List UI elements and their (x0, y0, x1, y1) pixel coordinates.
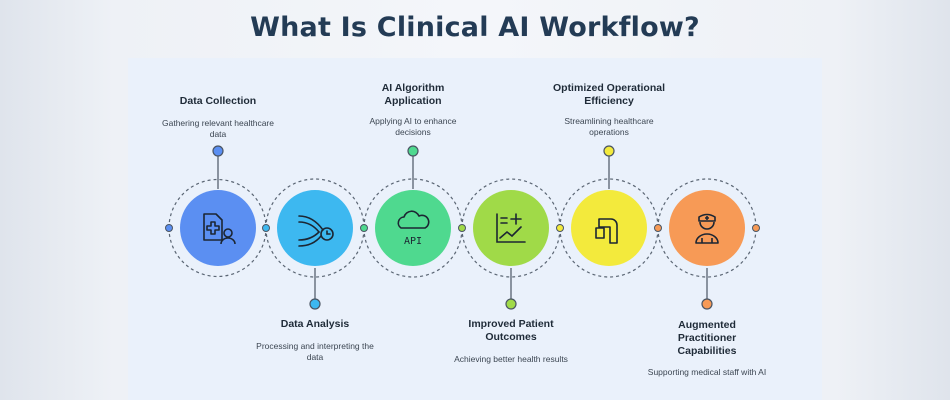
step-3-description: Applying AI to enhance decisions (369, 116, 457, 137)
step-1-circle (180, 190, 256, 266)
page-title: What Is Clinical AI Workflow? (250, 12, 700, 43)
step-5-description: Streamlining healthcare operations (564, 116, 654, 137)
data-flow-clock-icon (298, 215, 334, 247)
step-5-label: Optimized Operational Efficiency Streaml… (539, 82, 679, 138)
step-6-circle (669, 190, 745, 266)
step-1-label: Data Collection Gathering relevant healt… (153, 95, 283, 140)
step-2-label: Data Analysis Processing and interpretin… (250, 318, 380, 363)
junction-dots (165, 224, 760, 232)
step-2-description: Processing and interpreting the data (256, 341, 374, 362)
step-5-circle (571, 190, 647, 266)
cloud-api-icon: API (397, 210, 430, 247)
step-3-label: AI Algorithm Application Applying AI to … (358, 82, 468, 138)
step-4-circle (473, 190, 549, 266)
step-4-description: Achieving better health results (454, 354, 568, 364)
step-6-label: Augmented Practitioner Capabilities Supp… (642, 319, 772, 378)
step-3-heading: AI Algorithm Application (381, 82, 445, 107)
step-4-label: Improved Patient Outcomes Achieving bett… (446, 318, 576, 365)
doctor-icon (695, 213, 719, 244)
step-4-heading: Improved Patient Outcomes (468, 318, 554, 343)
step-6-heading: Augmented Practitioner Capabilities (677, 319, 737, 357)
step-2-heading: Data Analysis (280, 318, 350, 330)
pipeline-icon (595, 218, 618, 244)
step-6-description: Supporting medical staff with AI (647, 367, 767, 377)
health-chart-icon (496, 213, 526, 243)
stems (217, 151, 708, 304)
step-1-heading: Data Collection (179, 95, 257, 107)
svg-text:API: API (404, 236, 422, 247)
stem-end-dots (212, 145, 713, 310)
step-1-description: Gathering relevant healthcare data (162, 118, 274, 139)
step-5-heading: Optimized Operational Efficiency (552, 82, 665, 107)
patient-record-icon (203, 213, 236, 245)
